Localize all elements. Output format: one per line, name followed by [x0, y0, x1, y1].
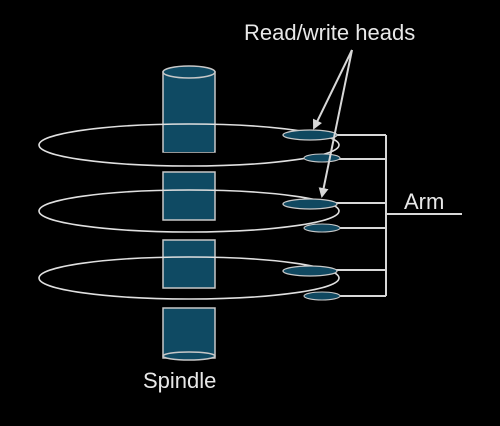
- platter-1-disk: [38, 123, 340, 167]
- platter-1: [38, 123, 340, 167]
- read-write-heads-label: Read/write heads: [244, 20, 416, 45]
- head-2-top: [282, 198, 338, 210]
- spindle-top-cap: [162, 65, 216, 79]
- head-2-bottom: [303, 223, 341, 233]
- head-3-top: [282, 265, 338, 277]
- platter-3-disk: [38, 256, 340, 300]
- platter-3: [38, 256, 340, 300]
- arrow-to-head-1: [313, 49, 353, 130]
- head-pointer-arrows: [313, 49, 353, 198]
- spindle-bottom-cap: [162, 351, 216, 361]
- platter-2-disk: [38, 189, 340, 233]
- spindle-label: Spindle: [143, 368, 217, 393]
- arm-label: Arm: [404, 189, 445, 214]
- arrow-to-head-2: [318, 49, 353, 198]
- head-3-bottom: [303, 291, 341, 301]
- spindle-segment-bottom: [162, 307, 216, 359]
- platter-2: [38, 189, 340, 233]
- head-1-bottom: [303, 153, 341, 163]
- read-write-heads: [282, 129, 341, 301]
- head-1-top: [282, 129, 338, 141]
